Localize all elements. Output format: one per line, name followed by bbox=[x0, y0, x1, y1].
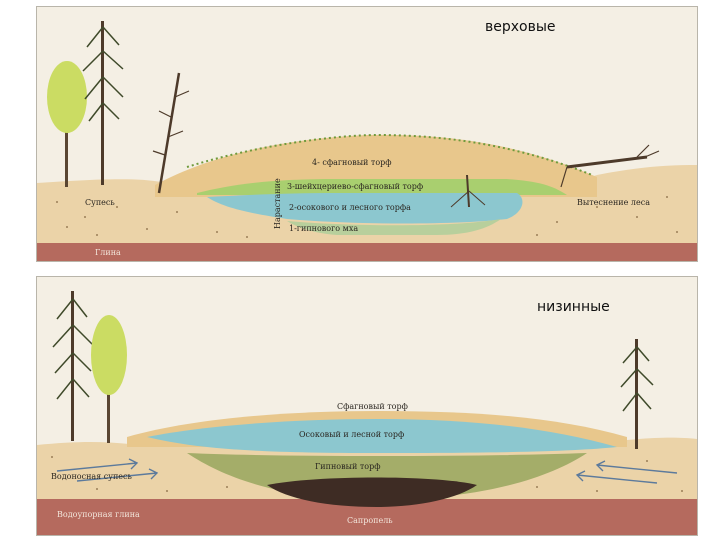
layer-3-label: 3-шейхцериево-сфагновый торф bbox=[287, 183, 423, 191]
aquiclude-label: Водоупорная глина bbox=[57, 511, 140, 519]
raised-bog-cross-section bbox=[37, 7, 697, 261]
clay-layer bbox=[37, 243, 697, 261]
raised-bog-title: верховые bbox=[485, 19, 556, 35]
lowland-bog-panel: низинные Сфагновый торф Осоковый и лесно… bbox=[36, 276, 698, 536]
aquifer-label: Водоносная супесь bbox=[51, 473, 132, 481]
growth-label: Нарастание bbox=[273, 178, 282, 229]
sapropel-label: Сапропель bbox=[347, 517, 393, 525]
raised-bog-panel: верховые 4- сфагновый торф 3-шейхцериево… bbox=[36, 6, 698, 262]
layer-4-label: 4- сфагновый торф bbox=[312, 159, 392, 167]
clay-label: Глина bbox=[95, 249, 121, 257]
hypnum-peat-label: Гипновый торф bbox=[315, 463, 380, 471]
forest-displacement-label: Вытеснение леса bbox=[577, 199, 650, 207]
sedge-forest-peat-label: Осоковый и лесной торф bbox=[299, 431, 404, 439]
lowland-bog-title: низинные bbox=[537, 299, 610, 315]
layer-2-label: 2-осокового и лесного торфа bbox=[289, 204, 411, 212]
left-soil-label: Супесь bbox=[85, 199, 115, 207]
sphagnum-peat-label: Сфагновый торф bbox=[337, 403, 408, 411]
layer-1-label: 1-гипнового мха bbox=[289, 225, 358, 233]
